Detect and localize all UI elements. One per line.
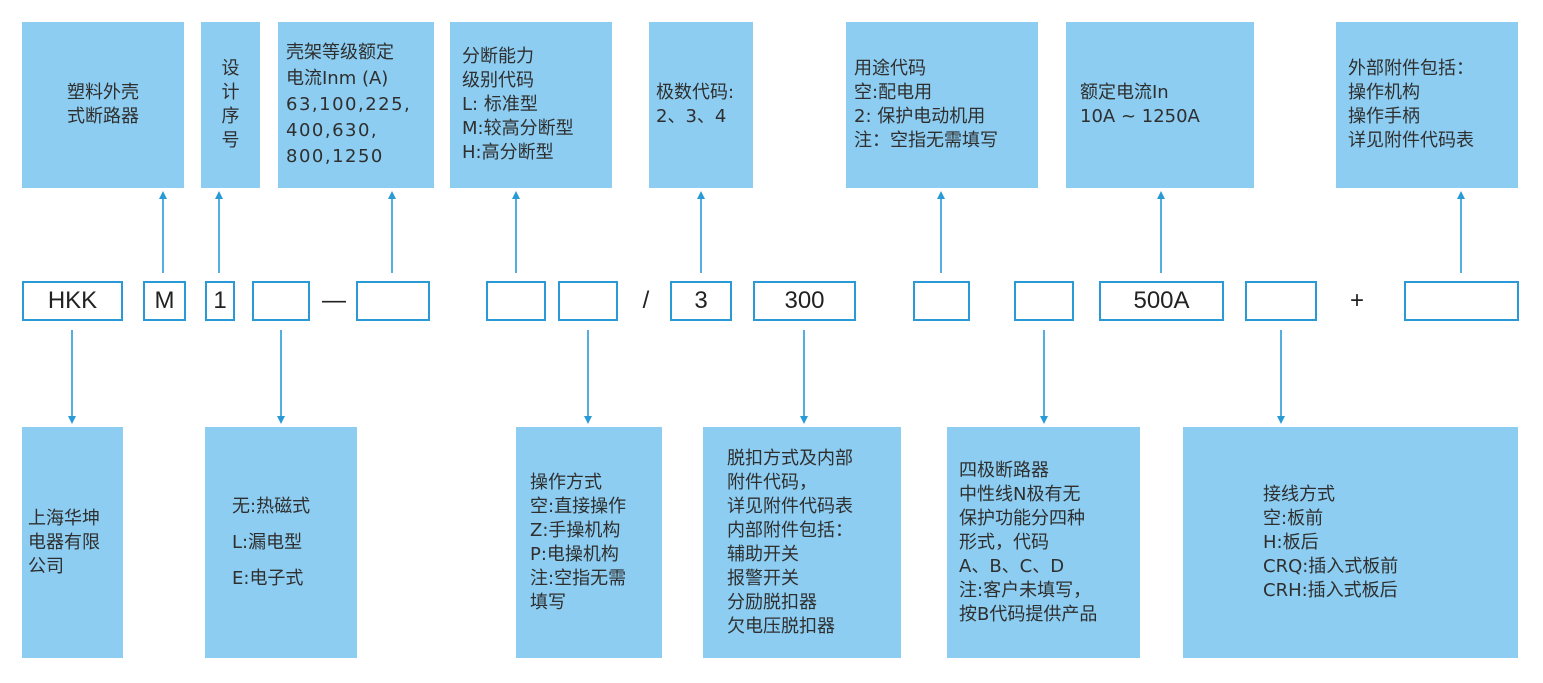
box-text-line: 操作手柄 [1348,106,1420,127]
code-cell-external-accessories [1404,281,1519,321]
code-cell-breaking-capacity [486,281,546,321]
description-box-manufacturer: 上海华坤 电器有限 公司 [22,427,123,658]
box-text-line: 四极断路器 [959,459,1049,481]
box-text-line: 号 [221,130,240,151]
description-box-frame-current: 壳架等级额定 电流Inm (A) 63,100,225, 400,630, 80… [278,22,434,188]
code-cell-trip-accessory: 300 [753,281,856,321]
description-box-breaking-capacity: 分断能力 级别代码 L: 标准型 M:较高分断型 H:高分断型 [450,22,612,188]
box-text-line: 注：空指无需填写 [854,130,998,151]
code-cell-frame-current [356,281,430,321]
description-box-external-accessories: 外部附件包括： 操作机构 操作手柄 详见附件代码表 [1336,22,1518,188]
box-text-line: 上海华坤 [28,507,100,529]
box-text-line: 操作方式 [530,471,602,493]
box-text-line: 极数代码: [656,82,735,103]
box-text-line: 电器有限 [28,531,100,553]
box-text-line: Z:手操机构 [530,519,621,541]
description-box-release-type: 无:热磁式 L:漏电型 E:电子式 [205,427,357,658]
box-text-line: 保护功能分四种 [959,507,1085,529]
box-text-line: 接线方式 [1263,483,1335,505]
box-text-line: 欠电压脱扣器 [727,615,835,637]
box-text-line: CRQ:插入式板前 [1263,555,1399,577]
box-text-line: 分断能力 [462,46,534,67]
box-text-line: 电流Inm (A) [286,68,389,89]
box-text-line: 操作机构 [1348,82,1420,103]
description-box-operation-mode: 操作方式 空:直接操作 Z:手操机构 P:电操机构 注:空指无需 填写 [516,427,662,658]
box-text-line: L:漏电型 [232,531,303,553]
box-text-line: M:较高分断型 [462,118,574,139]
description-box-design-number: 设 计 序 号 [201,22,260,188]
box-text-line: 10A ~ 1250A [1080,106,1200,127]
box-text-line: A、B、C、D [959,555,1065,577]
box-text-line: 空:直接操作 [530,495,627,517]
code-cell-design-number: 1 [205,281,235,321]
code-cell-pole-count: 3 [670,281,732,321]
code-cell-operation-mode [558,281,618,321]
box-text-line: H:高分断型 [462,142,554,163]
box-text-line: 形式，代码 [959,531,1049,553]
code-cell-usage [913,281,970,321]
box-text-line: 详见附件代码表 [1348,130,1474,151]
code-cell-rated-current: 500A [1099,281,1224,321]
description-box-product-type: 塑料外壳 式断路器 [22,22,184,188]
box-text-line: 400,630, [286,120,379,141]
box-text-line: 壳架等级额定 [286,42,394,63]
box-text-line: 序 [221,106,240,127]
code-cell-release-type [252,281,310,321]
description-box-wiring-mode: 接线方式 空:板前 H:板后 CRQ:插入式板前 CRH:插入式板后 [1183,427,1518,658]
box-text-line: 无:热磁式 [232,495,311,517]
box-text-line: 填写 [530,591,566,613]
code-cell-brand: HKK [22,281,123,321]
box-text-line: H:板后 [1263,531,1319,553]
separator-slash: / [642,287,650,314]
description-box-rated-current: 额定电流In 10A ~ 1250A [1066,22,1254,188]
box-text-line: 分励脱扣器 [727,591,817,613]
description-box-pole-code: 极数代码: 2、3、4 [649,22,753,188]
box-text-line: 级别代码 [462,70,534,91]
box-text-line: 按B代码提供产品 [959,603,1098,625]
code-cell-product-type: M [143,281,186,321]
box-text-line: 式断路器 [67,106,139,127]
box-text-line: 外部附件包括： [1348,58,1474,79]
box-text-line: 辅助开关 [727,543,799,565]
box-text-line: 公司 [28,555,64,577]
box-text-line: 附件代码， [727,471,817,493]
box-text-line: 800,1250 [286,146,384,167]
box-text-line: 报警开关 [727,567,799,589]
box-text-line: 注:空指无需 [530,567,627,589]
box-text-line: 额定电流In [1080,82,1169,103]
code-cell-four-pole-type [1014,281,1074,321]
box-text-line: 设 [221,58,240,79]
description-box-usage-code: 用途代码 空:配电用 2: 保护电动机用 注：空指无需填写 [846,22,1038,188]
description-box-trip-accessory: 脱扣方式及内部 附件代码， 详见附件代码表 内部附件包括： 辅助开关 报警开关 … [703,427,901,658]
code-cell-wiring-mode [1245,281,1317,321]
box-text-line: 注:客户未填写， [959,579,1092,601]
box-text-line: 63,100,225, [286,94,412,115]
box-text-line: 详见附件代码表 [727,495,853,517]
box-text-line: 空:配电用 [854,82,933,103]
box-text-line: 用途代码 [854,58,926,79]
separator-plus: + [1349,287,1364,314]
box-text-line: 2、3、4 [656,106,727,127]
box-text-line: 空:板前 [1263,507,1324,529]
description-box-four-pole-type: 四极断路器 中性线N极有无 保护功能分四种 形式，代码 A、B、C、D 注:客户… [947,427,1140,658]
box-text-line: CRH:插入式板后 [1263,579,1398,601]
box-text-line: L: 标准型 [462,94,538,115]
box-text-line: 内部附件包括： [727,519,853,541]
box-text-line: 计 [221,82,240,103]
box-text-line: P:电操机构 [530,543,619,565]
box-text-line: 中性线N极有无 [959,483,1081,505]
box-text-line: E:电子式 [232,567,304,589]
separator-dash: — [322,287,346,314]
box-text-line: 塑料外壳 [67,82,139,103]
box-text-line: 2: 保护电动机用 [854,106,986,127]
box-text-line: 脱扣方式及内部 [727,447,853,469]
